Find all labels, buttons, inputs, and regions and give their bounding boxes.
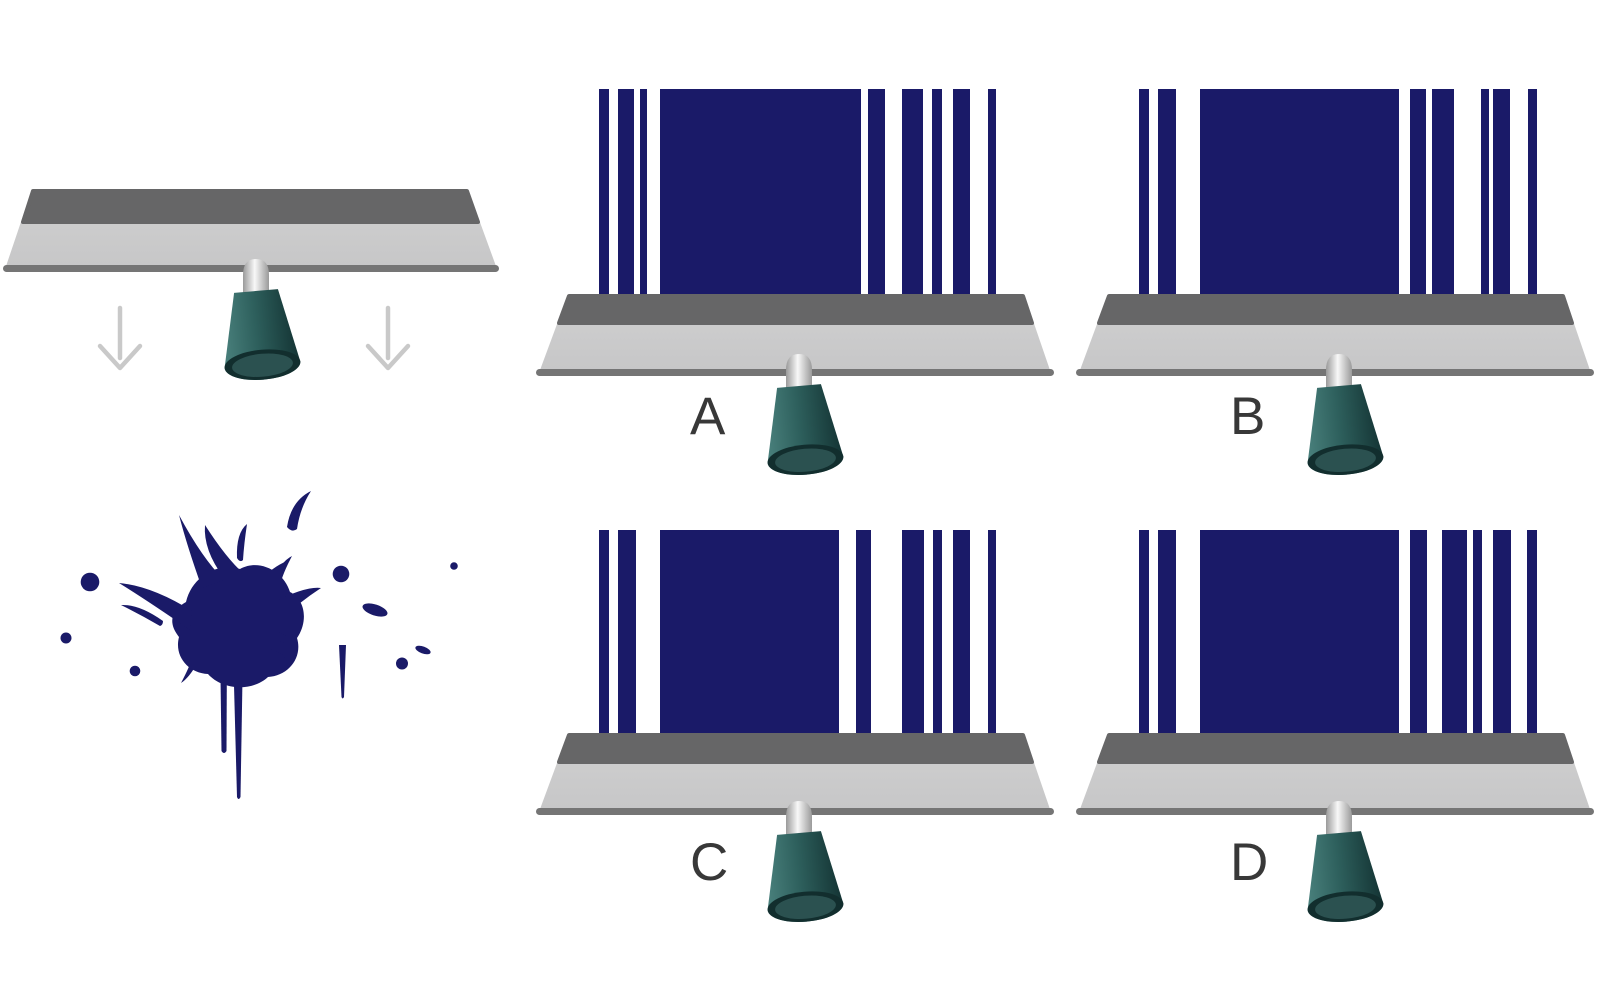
barcode-bar <box>988 89 996 296</box>
barcode-bar <box>902 89 923 296</box>
barcode-pattern <box>598 530 997 735</box>
barcode-bar <box>902 530 924 735</box>
barcode-bar <box>599 89 609 296</box>
barcode-bar <box>1432 89 1454 296</box>
barcode-bar <box>933 530 942 735</box>
squeegee-handle <box>1301 354 1385 478</box>
down-arrow-icon <box>358 300 418 375</box>
squeegee-handle <box>761 354 845 478</box>
barcode-bar <box>1493 89 1510 296</box>
barcode-bar <box>1158 89 1176 296</box>
barcode-bar <box>660 530 839 735</box>
barcode-bar <box>953 530 970 735</box>
barcode-bar <box>1493 530 1511 735</box>
barcode-bar <box>1528 89 1537 296</box>
barcode-bar <box>1139 530 1149 735</box>
barcode-bar <box>618 89 634 296</box>
barcode-pattern <box>1138 530 1537 735</box>
barcode-bar <box>988 530 996 735</box>
barcode-bar <box>640 89 647 296</box>
barcode-bar <box>856 530 871 735</box>
barcode-bar <box>953 89 970 296</box>
option-label: C <box>690 833 729 892</box>
squeegee-handle <box>218 259 302 383</box>
option-label: B <box>1230 387 1266 446</box>
barcode-bar <box>1139 89 1149 296</box>
barcode-bar <box>618 530 636 735</box>
barcode-bar <box>599 530 609 735</box>
barcode-bar <box>1200 89 1399 296</box>
barcode-bar <box>1200 530 1399 735</box>
option-tile-a[interactable]: A <box>520 60 1060 500</box>
barcode-bar <box>932 89 942 296</box>
barcode-bar <box>1473 530 1482 735</box>
option-label: D <box>1230 833 1269 892</box>
squeegee-handle <box>1301 801 1385 925</box>
barcode-bar <box>1410 530 1427 735</box>
barcode-bar <box>1158 530 1176 735</box>
barcode-bar <box>660 89 861 296</box>
barcode-pattern <box>598 89 997 296</box>
down-arrow-icon <box>90 300 150 375</box>
option-tile-b[interactable]: B <box>1060 60 1600 500</box>
barcode-pattern <box>1138 89 1537 296</box>
barcode-bar <box>1527 530 1537 735</box>
ink-splat <box>60 491 458 799</box>
option-tile-d[interactable]: D <box>1060 500 1600 940</box>
barcode-bar <box>1442 530 1467 735</box>
option-tile-c[interactable]: C <box>520 500 1060 940</box>
option-label: A <box>690 387 726 446</box>
barcode-bar <box>1481 89 1489 296</box>
squeegee-handle <box>761 801 845 925</box>
barcode-bar <box>1410 89 1426 296</box>
barcode-bar <box>868 89 885 296</box>
